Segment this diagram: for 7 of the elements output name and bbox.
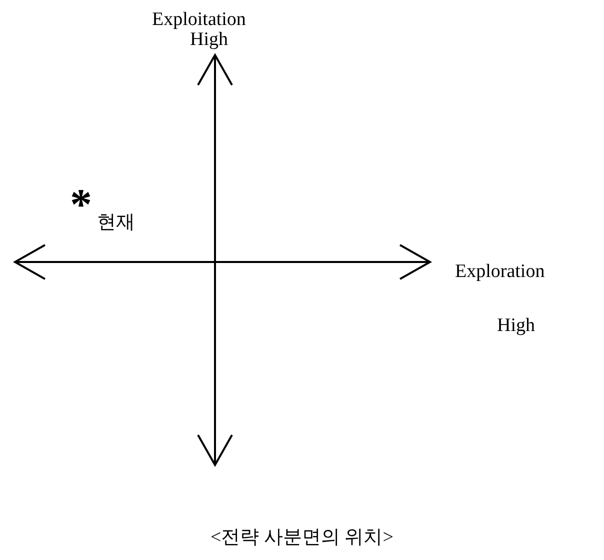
star-marker: * <box>70 185 92 225</box>
position-label: 현재 <box>97 213 135 234</box>
axis-label: Exploration <box>455 262 545 283</box>
axis-label: High <box>190 30 228 51</box>
axis-label: High <box>497 316 535 337</box>
caption: <전략 사분면의 위치> <box>210 528 394 549</box>
axis-label: Exploitation <box>152 10 246 31</box>
